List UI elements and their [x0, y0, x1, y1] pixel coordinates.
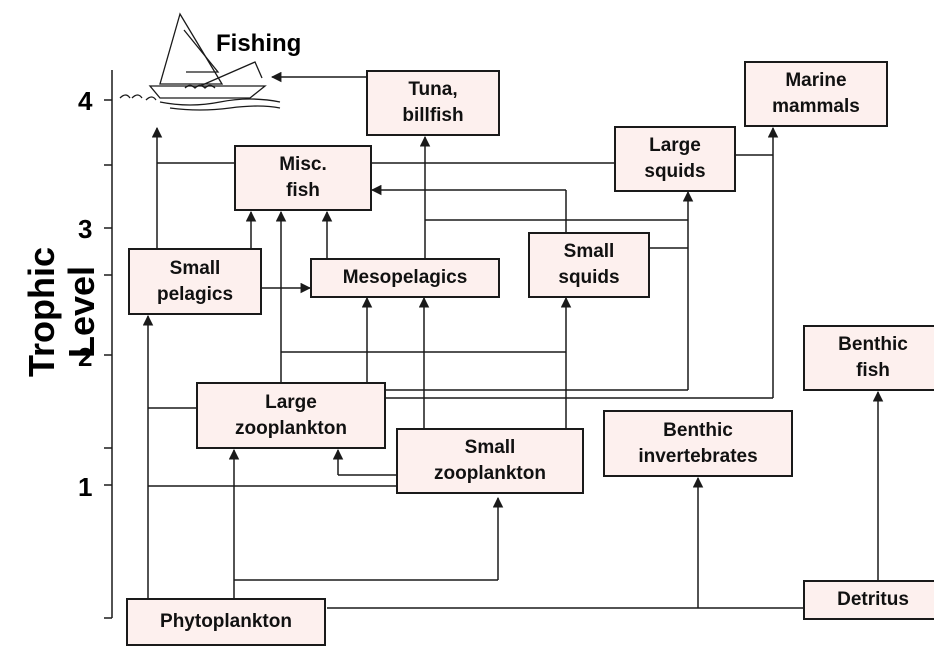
node-small-squids: Small squids	[528, 232, 650, 298]
node-large-squids: Large squids	[614, 126, 736, 192]
node-small-pelagics: Small pelagics	[128, 248, 262, 315]
tick-label-2: 2	[78, 342, 93, 372]
tick-label-1: 1	[78, 472, 93, 502]
tick-label-3: 3	[78, 214, 93, 244]
node-tuna-billfish: Tuna, billfish	[366, 70, 500, 136]
node-benthic-fish: Benthic fish	[803, 325, 934, 391]
node-large-zooplankton: Large zooplankton	[196, 382, 386, 449]
y-axis-label: Trophic Level	[21, 247, 102, 378]
node-phytoplankton: Phytoplankton	[126, 598, 326, 646]
node-detritus: Detritus	[803, 580, 934, 620]
node-small-zooplankton: Small zooplankton	[396, 428, 584, 494]
fishing-boat-icon	[119, 12, 281, 111]
node-benthic-invertebrates: Benthic invertebrates	[603, 410, 793, 477]
tick-label-4: 4	[78, 86, 93, 116]
node-misc-fish: Misc. fish	[234, 145, 372, 211]
node-marine-mammals: Marine mammals	[744, 61, 888, 127]
node-mesopelagics: Mesopelagics	[310, 258, 500, 298]
fishing-label: Fishing	[216, 30, 302, 57]
connectors	[142, 71, 884, 609]
y-axis	[104, 70, 113, 619]
